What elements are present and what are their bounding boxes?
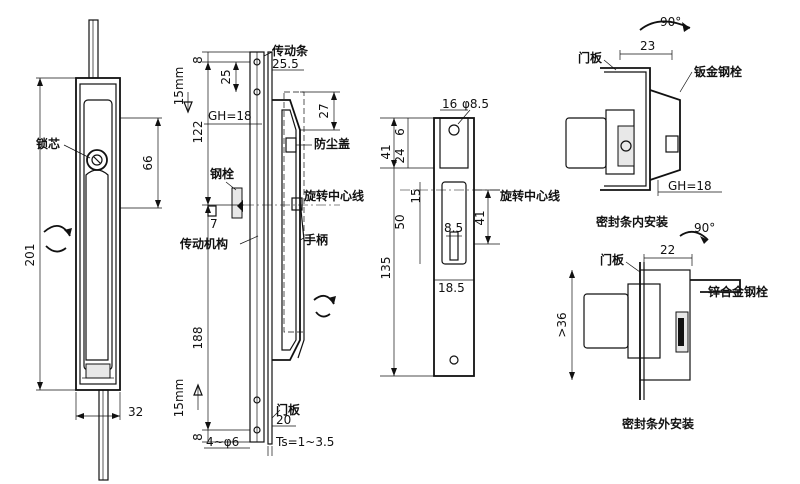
label-transmission-bar: 传动条: [271, 43, 309, 58]
label-sheet-bolt: 钣金钢栓: [694, 64, 742, 79]
label-rotation-center-side: 旋转中心线: [303, 188, 364, 203]
dim-20: 20: [276, 413, 291, 427]
dim-27: 27: [317, 103, 331, 118]
rotation-90-icon: [639, 20, 691, 32]
dim-122: 122: [191, 121, 205, 144]
side-view: 15mm 15mm 8 122 188 8 25 25.5 GH=18: [172, 43, 364, 456]
dim-50: 50: [393, 214, 407, 229]
cutout-view: 41 135 24 6 15 50 41 16 φ8.5 8.5 18.5 旋转…: [379, 97, 560, 377]
label-dust-cover: 防尘盖: [314, 136, 350, 151]
dim-15: 15: [409, 188, 423, 203]
dim-188: 188: [191, 327, 205, 350]
dim-8-top: 8: [191, 56, 205, 64]
front-view: 201 66 32 锁芯: [23, 19, 162, 481]
label-door-panel-side: 门板: [276, 402, 301, 417]
label-steel-bolt: 钢栓: [210, 166, 234, 181]
dim-gh-side: GH=18: [208, 109, 252, 123]
rotation-arrow-icon: [43, 225, 72, 253]
outer-rotation-angle: 90°: [694, 221, 715, 235]
dim-24: 24: [393, 148, 407, 163]
dim-32: 32: [128, 405, 143, 419]
dim-135: 135: [379, 257, 393, 280]
label-transmission-mechanism: 传动机构: [179, 236, 228, 251]
inner-rotation-angle: 90°: [660, 15, 681, 29]
dim-8-5: 8.5: [444, 221, 463, 235]
label-rotation-center-cutout: 旋转中心线: [499, 188, 560, 203]
label-door-panel-outer: 门板: [600, 252, 625, 267]
dim-25-5: 25.5: [272, 57, 299, 71]
label-lock-core: 锁芯: [36, 136, 60, 151]
rotation-arrow-icon: [313, 294, 336, 318]
label-zinc-bolt: 锌合金钢栓: [708, 284, 768, 299]
dim-66: 66: [141, 155, 155, 170]
dim-41-top: 41: [379, 144, 393, 159]
dim-18-5: 18.5: [438, 281, 465, 295]
label-door-panel-inner: 门板: [578, 50, 603, 65]
dim-201: 201: [23, 244, 37, 267]
dim-16: 16: [442, 97, 457, 111]
dim-23: 23: [640, 39, 655, 53]
dim-phi: φ8.5: [462, 97, 489, 111]
caption-outer-install: 密封条外安装: [622, 416, 694, 431]
outer-install-view: 90° 22 >36 门板 锌合金钢栓 密封条外安装: [555, 221, 768, 431]
dim-36: >36: [555, 312, 569, 337]
caption-inner-install: 密封条内安装: [596, 214, 668, 229]
dim-7: 7: [210, 217, 218, 231]
dim-15mm-top: 15mm: [172, 67, 186, 106]
dim-15mm-bottom: 15mm: [172, 379, 186, 418]
dim-8-bottom: 8: [191, 433, 205, 441]
inner-install-view: 90° 23 门板 钣金钢栓 GH=18 密封条内安装: [565, 15, 742, 229]
dim-6: 6: [393, 128, 407, 136]
label-handle: 手柄: [304, 232, 328, 247]
lock-core-icon: [86, 149, 108, 171]
rotation-90-icon: [679, 230, 709, 244]
dim-hole: 4~φ6: [206, 435, 239, 449]
dim-25: 25: [219, 69, 233, 84]
dim-ts: Ts=1~3.5: [275, 435, 334, 449]
dim-22: 22: [660, 243, 675, 257]
dim-gh-inner: GH=18: [668, 179, 712, 193]
dim-41: 41: [473, 210, 487, 225]
